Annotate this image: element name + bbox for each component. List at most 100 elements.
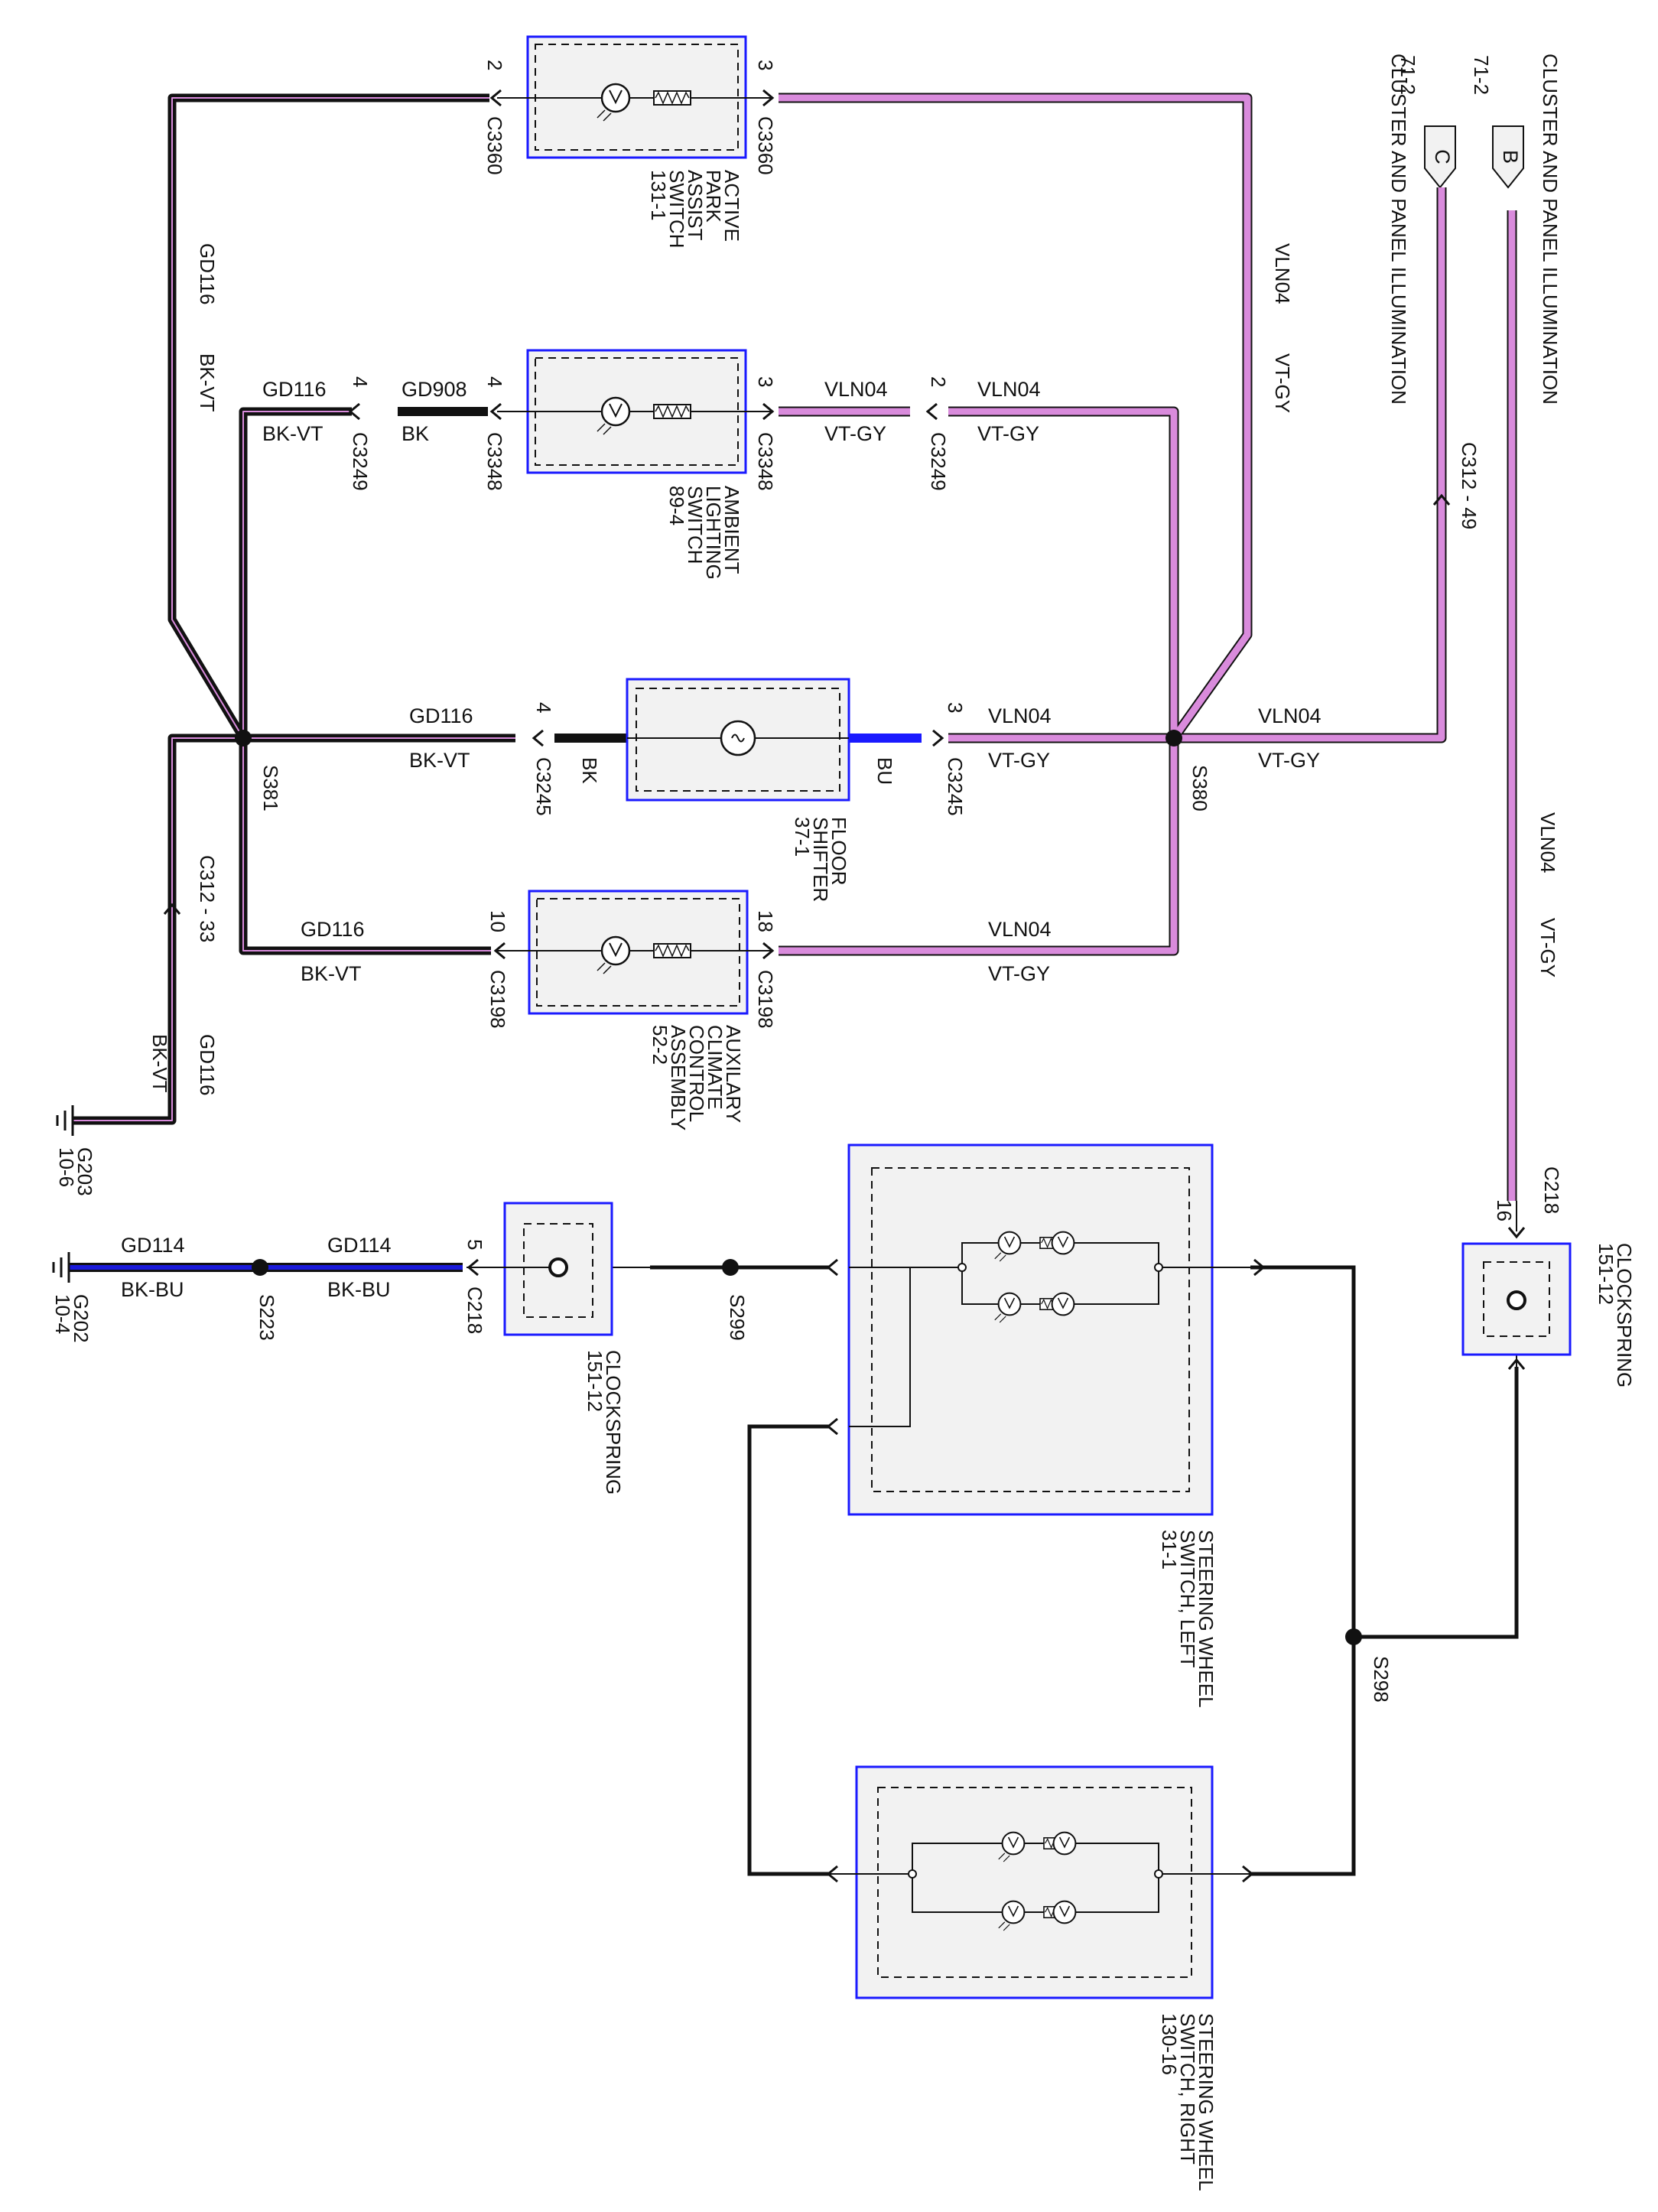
shifter-conn-right: C3245 bbox=[944, 757, 967, 816]
steering-switch-left bbox=[847, 1143, 1250, 1516]
aux-climate-control bbox=[497, 890, 772, 1015]
g203-name: G203 bbox=[73, 1147, 96, 1196]
shifter-line-2: 37-1 bbox=[791, 817, 814, 857]
gd116-shift: GD116 bbox=[409, 704, 473, 727]
vtgy-amb-b: VT-GY bbox=[977, 422, 1039, 445]
g202-name: G202 bbox=[70, 1294, 93, 1343]
source-c-pin: C bbox=[1431, 149, 1454, 164]
cs-left-conn: C218 bbox=[463, 1287, 486, 1334]
park-conn-right: C3360 bbox=[754, 116, 777, 175]
shifter-pin-right: 3 bbox=[944, 702, 967, 713]
gd116-aux: GD116 bbox=[301, 918, 365, 941]
horizontal-labels: GD116 BK-VT GD908 BK VLN04 VT-GY VLN04 V… bbox=[121, 378, 1322, 1301]
park-line-0: ACTIVE bbox=[720, 170, 743, 242]
source-b-pin: B bbox=[1499, 150, 1522, 164]
vln04-right: VLN04 bbox=[1258, 704, 1322, 727]
bkvt-vert-top: BK-VT bbox=[196, 353, 219, 412]
steer-right-line-1: SWITCH, RIGHT bbox=[1176, 2013, 1199, 2165]
clockspring-right bbox=[1461, 1242, 1572, 1356]
amb-conn-right: C3348 bbox=[754, 432, 777, 491]
aux-conn-right: C3198 bbox=[754, 970, 777, 1029]
park-pin-right: 3 bbox=[754, 60, 777, 70]
steer-right-line-2: 130-16 bbox=[1158, 2013, 1181, 2075]
vtgy-right: VT-GY bbox=[1258, 749, 1320, 772]
amb-line-1: LIGHTING bbox=[702, 486, 725, 580]
gd116-vert-top: GD116 bbox=[196, 243, 219, 304]
vtgy-amb-a: VT-GY bbox=[824, 422, 886, 445]
bkvt-vert-bottom: BK-VT bbox=[148, 1034, 171, 1093]
s381-label: S381 bbox=[259, 765, 282, 812]
amb-pin-left: 4 bbox=[483, 376, 506, 387]
clockspring-left bbox=[467, 1202, 613, 1336]
source-b-ref: 71-2 bbox=[1470, 55, 1493, 95]
source-c-ref: 71-2 bbox=[1396, 55, 1419, 95]
source-c: C 71-2 CLUSTER AND PANEL ILLUMINATION bbox=[1387, 54, 1456, 405]
park-pin-left: 2 bbox=[483, 60, 506, 70]
park-line-4: 131-1 bbox=[647, 170, 670, 221]
cs-right-pin: 16 bbox=[1493, 1199, 1516, 1221]
amb-line-0: AMBIENT bbox=[720, 486, 743, 574]
cs-right-line-1: 151-12 bbox=[1595, 1243, 1617, 1305]
connector-arrows bbox=[163, 89, 1526, 1883]
shifter-conn-left: C3245 bbox=[532, 757, 555, 816]
shifter-left-color: BK bbox=[578, 757, 601, 784]
bk-label: BK bbox=[401, 422, 429, 445]
vtgy-vert-right: VT-GY bbox=[1536, 918, 1559, 978]
cs-left-line-1: 151-12 bbox=[584, 1350, 606, 1412]
s380-label: S380 bbox=[1188, 765, 1211, 812]
park-line-3: SWITCH bbox=[665, 170, 688, 249]
rotated-labels: 2 C3360 3 C3360 ACTIVE PARK ASSIST SWITC… bbox=[51, 60, 1636, 2191]
g203-ref: 10-6 bbox=[55, 1147, 78, 1187]
gd116-vert-bottom: GD116 bbox=[196, 1034, 219, 1095]
vtgy-shift: VT-GY bbox=[988, 749, 1050, 772]
bkbu-left: BK-BU bbox=[121, 1278, 184, 1301]
vln04-vert-top: VLN04 bbox=[1271, 243, 1294, 304]
vln04-amb-b: VLN04 bbox=[977, 378, 1041, 401]
c3249-left-conn: C3249 bbox=[349, 432, 372, 491]
aux-line-3: ASSEMBLY bbox=[667, 1025, 690, 1130]
s299-label: S299 bbox=[726, 1294, 749, 1341]
source-c-label: CLUSTER AND PANEL ILLUMINATION bbox=[1387, 54, 1410, 405]
floor-shifter bbox=[626, 678, 850, 802]
c3249-right-pin: 2 bbox=[927, 376, 950, 387]
ambient-lighting-switch bbox=[497, 349, 772, 474]
bk-vt-wires bbox=[73, 93, 515, 1125]
vt-gy-wires bbox=[779, 93, 1517, 1201]
vtgy-vert-top: VT-GY bbox=[1271, 353, 1294, 413]
source-b-label: CLUSTER AND PANEL ILLUMINATION bbox=[1539, 54, 1562, 405]
bkvt-shift: BK-VT bbox=[409, 749, 470, 772]
cs-right-line-0: CLOCKSPRING bbox=[1613, 1243, 1636, 1387]
steering-switch-right bbox=[830, 1765, 1250, 1999]
amb-line-3: 89-4 bbox=[665, 486, 688, 525]
vln04-aux: VLN04 bbox=[988, 918, 1052, 941]
aux-line-0: AUXILARY bbox=[722, 1025, 745, 1123]
cs-left-pin: 5 bbox=[463, 1239, 486, 1250]
bkvt-amb: BK-VT bbox=[262, 422, 323, 445]
bkbu-right: BK-BU bbox=[327, 1278, 391, 1301]
steer-left-line-1: SWITCH, LEFT bbox=[1176, 1530, 1199, 1668]
cs-right-conn: C218 bbox=[1540, 1166, 1563, 1214]
amb-line-2: SWITCH bbox=[684, 486, 707, 564]
aux-pin-left: 10 bbox=[486, 910, 509, 932]
park-line-2: ASSIST bbox=[684, 170, 707, 241]
vtgy-aux: VT-GY bbox=[988, 962, 1050, 985]
park-assist-switch bbox=[497, 35, 772, 159]
shifter-right-color: BU bbox=[873, 757, 896, 785]
gd114-right: GD114 bbox=[327, 1234, 392, 1257]
vln04-vert-right: VLN04 bbox=[1536, 812, 1559, 873]
shifter-pin-left: 4 bbox=[532, 702, 555, 713]
gd116-amb: GD116 bbox=[262, 378, 327, 401]
s298-label: S298 bbox=[1370, 1656, 1393, 1703]
cs-left-line-0: CLOCKSPRING bbox=[602, 1350, 625, 1495]
ground-g203 bbox=[56, 1105, 74, 1136]
ground-g202 bbox=[52, 1252, 70, 1283]
steer-right-line-0: STEERING WHEEL bbox=[1195, 2013, 1217, 2191]
bkvt-aux: BK-VT bbox=[301, 962, 362, 985]
gd114-left: GD114 bbox=[121, 1234, 185, 1257]
c3249-left-pin: 4 bbox=[349, 376, 372, 387]
source-b: B 71-2 CLUSTER AND PANEL ILLUMINATION bbox=[1470, 54, 1562, 405]
aux-line-1: CLIMATE bbox=[704, 1025, 727, 1110]
splice-dots bbox=[235, 730, 1362, 1645]
amb-conn-left: C3348 bbox=[483, 432, 506, 491]
